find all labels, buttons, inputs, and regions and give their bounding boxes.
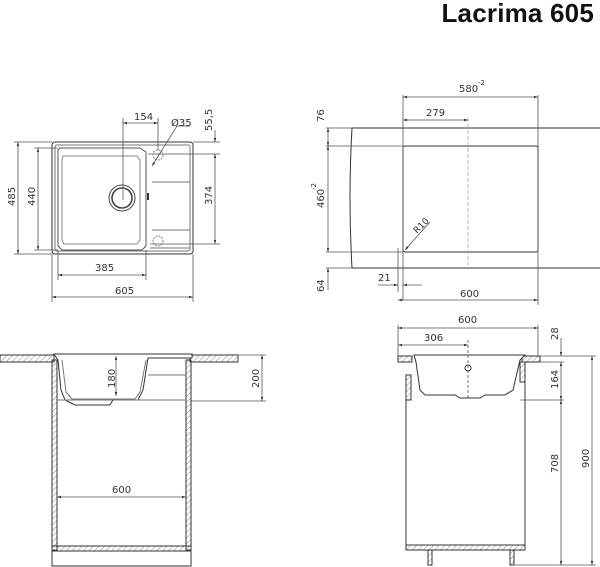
dim-440: 440 (27, 187, 38, 206)
dim-28: 28 (550, 327, 561, 340)
dim-76: 76 (316, 109, 327, 122)
dim-605: 605 (115, 286, 134, 297)
dim-580-tolerance: -2 (478, 79, 485, 87)
dim-374: 374 (204, 186, 215, 205)
dim-drain-diameter: Ø35 (171, 117, 192, 129)
dim-460: 460 (316, 189, 327, 208)
cutout-dimensions (326, 95, 539, 305)
cutout-labels: 580 -2 279 76 460 -2 R10 64 21 600 (310, 79, 485, 300)
top-view-labels: 154 Ø35 55,5 374 485 440 385 605 (7, 109, 215, 297)
side-view (397, 354, 541, 566)
front-dimensions (57, 354, 266, 499)
dim-279: 279 (426, 108, 445, 119)
dim-600-cutout: 600 (460, 289, 479, 300)
dim-600-front: 600 (112, 485, 131, 496)
product-title: Lacrima 605 (441, 0, 594, 28)
dim-21: 21 (378, 273, 391, 284)
side-dimensions (397, 325, 596, 566)
cutout-view (349, 118, 600, 269)
dim-600-side: 600 (458, 315, 477, 326)
dim-55-5: 55,5 (204, 109, 215, 131)
dim-164: 164 (550, 370, 561, 389)
front-view (0, 353, 239, 567)
dim-r10: R10 (412, 216, 432, 236)
dim-180: 180 (107, 369, 118, 388)
dim-900: 900 (581, 449, 592, 468)
side-labels: 600 306 28 164 708 900 (424, 315, 592, 473)
dim-64: 64 (316, 279, 327, 292)
top-view-dimensions (14, 118, 220, 302)
dim-306: 306 (424, 333, 443, 344)
dim-460-tolerance: -2 (310, 183, 318, 190)
dim-154: 154 (134, 112, 153, 123)
dim-385: 385 (95, 263, 114, 274)
dim-485: 485 (7, 187, 18, 206)
top-view (51, 141, 194, 255)
dim-200: 200 (251, 369, 262, 388)
front-labels: 180 200 600 (107, 369, 262, 496)
dim-580: 580 (459, 84, 478, 95)
dim-708: 708 (550, 454, 561, 473)
